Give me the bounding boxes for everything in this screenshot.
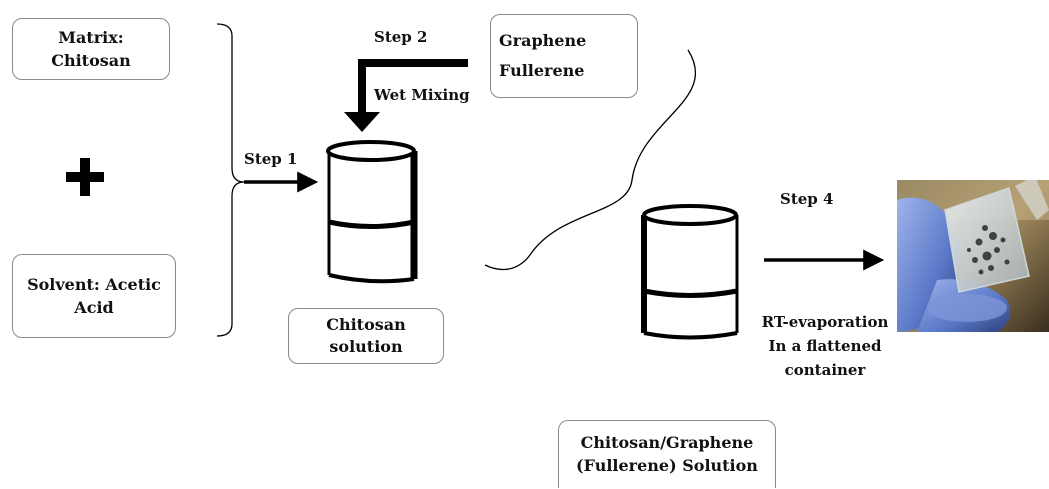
matrix-line2: Chitosan [51, 51, 131, 70]
input-bracket [216, 23, 245, 337]
evaporation-line2: In a flattened [768, 337, 882, 355]
evaporation-label: RT-evaporation In a flattened container [752, 310, 898, 382]
step2-arrow [344, 59, 468, 132]
gloved-hand-film-icon [897, 180, 1049, 332]
connector-curve [484, 49, 696, 271]
matrix-line1: Matrix: [58, 27, 124, 47]
chitosan-solution-line1: Chitosan [326, 314, 406, 334]
evaporation-line3: container [784, 361, 866, 379]
plus-icon [66, 158, 104, 196]
final-solution-line1: Chitosan/Graphene [580, 433, 754, 453]
solvent-box: Solvent: Acetic Acid [12, 254, 176, 338]
additive-graphene: Graphene [499, 30, 587, 50]
step2-label: Step 2 [374, 28, 428, 46]
additive-fullerene: Fullerene [499, 61, 585, 80]
film-photo [897, 180, 1049, 332]
step1-label: Step 1 [244, 150, 298, 168]
beaker-final [641, 204, 739, 340]
solvent-line1: Solvent: Acetic [27, 274, 161, 294]
chitosan-solution-line2: solution [329, 337, 403, 356]
evaporation-line1: RT-evaporation [761, 313, 889, 331]
wet-mixing-label: Wet Mixing [374, 86, 470, 104]
additives-box: Graphene Fullerene [490, 14, 638, 98]
chitosan-solution-box: Chitosan solution [288, 308, 444, 364]
solvent-line2: Acid [74, 298, 114, 317]
matrix-box: Matrix: Chitosan [12, 18, 170, 80]
step4-label: Step 4 [780, 190, 834, 208]
beaker-chitosan [326, 140, 418, 284]
final-solution-box: Chitosan/Graphene (Fullerene) Solution [558, 420, 776, 488]
final-solution-line2: (Fullerene) Solution [576, 455, 758, 475]
